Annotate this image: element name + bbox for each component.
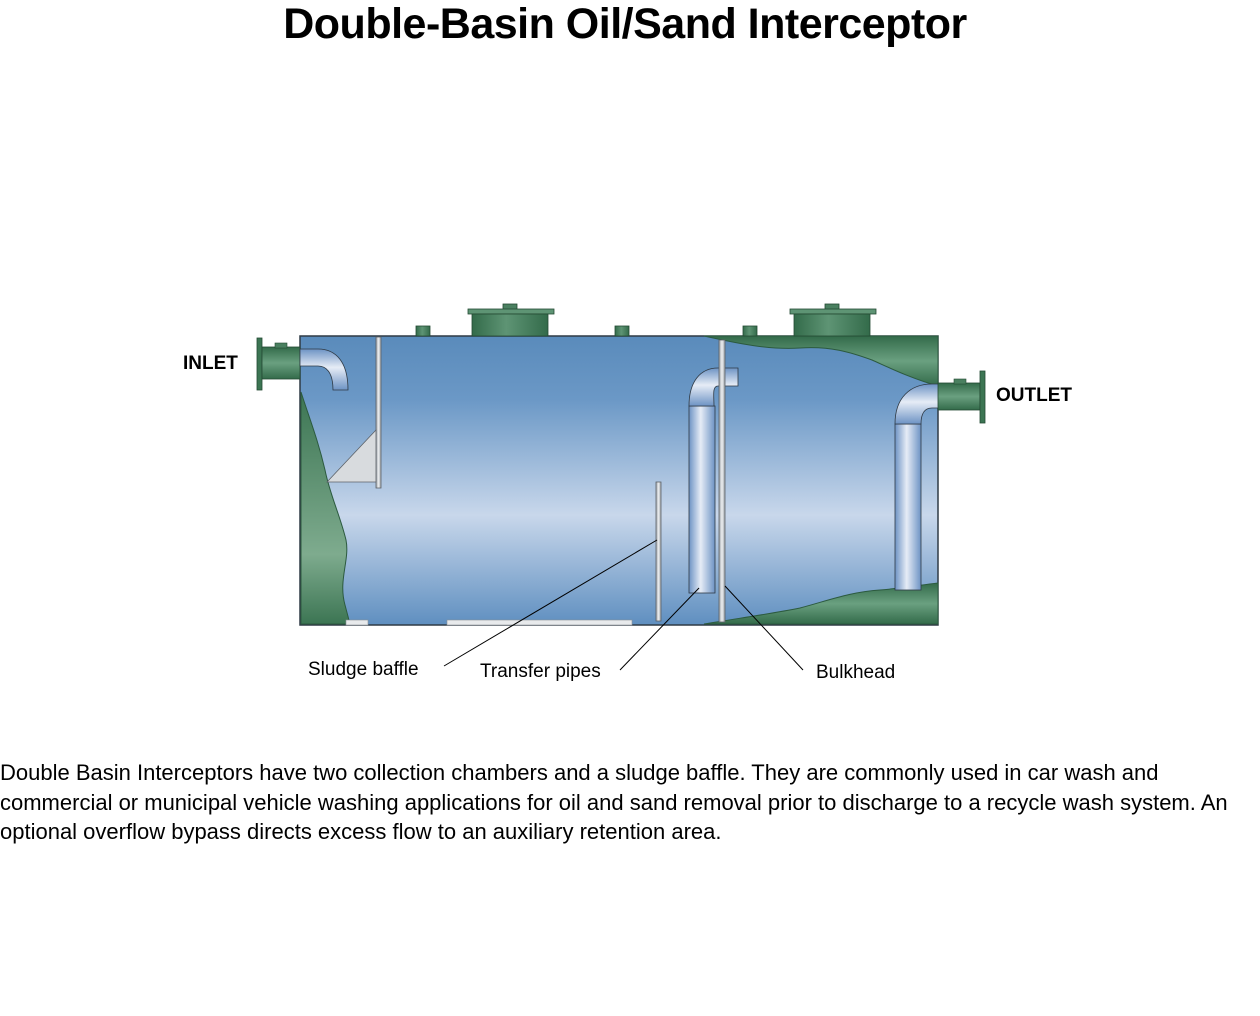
manhole-left: [467, 303, 555, 337]
vent-caps: [415, 325, 758, 337]
bulkhead-label: Bulkhead: [816, 662, 895, 683]
bulkhead: [718, 339, 726, 623]
inlet-pipe: [256, 337, 349, 391]
page-title: Double-Basin Oil/Sand Interceptor: [283, 0, 967, 48]
transfer-pipes-leader: [619, 587, 700, 671]
inlet-baffle: [326, 336, 382, 489]
transfer-pipe: [688, 367, 739, 594]
callout-lines: [443, 539, 804, 671]
interceptor-diagram: INLET OUTLET Sludge baffle Transfer pipe…: [183, 303, 1072, 683]
sludge-baffle-leader: [443, 539, 658, 667]
transfer-pipes-label: Transfer pipes: [480, 661, 601, 682]
tank-body: [299, 335, 939, 626]
sediment-deposits: [300, 335, 939, 625]
description-paragraph: Double Basin Interceptors have two colle…: [0, 760, 1228, 844]
outlet-label: OUTLET: [996, 385, 1072, 406]
floor-plates: [345, 619, 633, 626]
sludge-baffle: [655, 481, 662, 622]
manhole-right: [789, 303, 877, 337]
inlet-label: INLET: [183, 353, 238, 374]
sludge-baffle-label: Sludge baffle: [308, 659, 419, 680]
outlet-pipe: [894, 370, 986, 591]
bulkhead-leader: [724, 585, 804, 671]
